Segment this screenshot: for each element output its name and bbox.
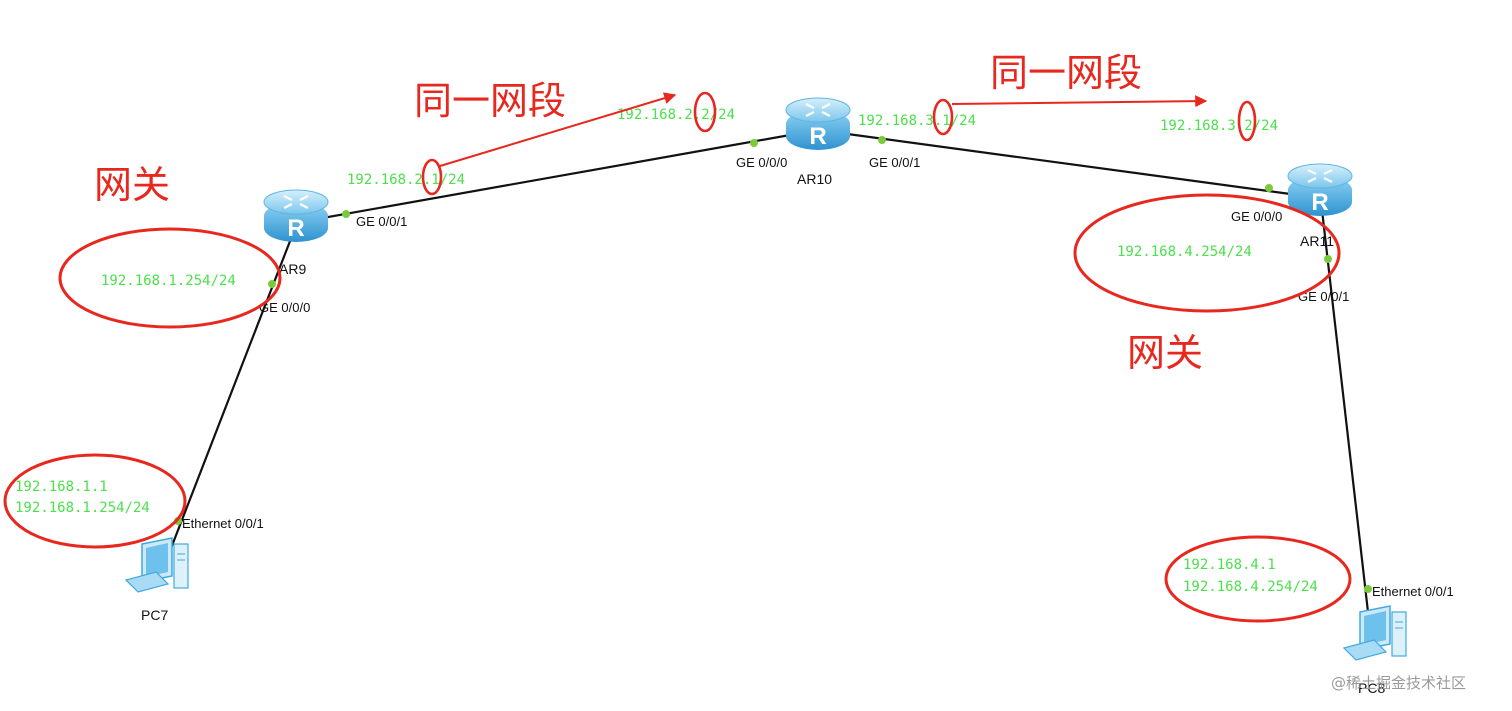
link-ar10-ar11[interactable]	[817, 128, 1321, 200]
note-same-segment-right: 同一网段	[990, 51, 1142, 95]
pc-icon	[125, 537, 189, 593]
ip-label-pc7-ip: 192.168.1.1	[15, 479, 108, 495]
router-icon	[262, 188, 330, 244]
ip-label-pc8-ip: 192.168.4.1	[1183, 557, 1276, 573]
device-label-ar9: AR9	[279, 261, 306, 277]
links	[166, 128, 1370, 613]
port-dot-ar10-ge001[interactable]	[878, 136, 886, 144]
device-label-pc7: PC7	[141, 607, 168, 623]
highlight-pc8-config	[1164, 535, 1352, 623]
ip-label-ar9-ge000: 192.168.1.254/24	[101, 273, 236, 289]
port-label-pc8-eth: Ethernet 0/0/1	[1372, 584, 1454, 599]
ip-label-ar11-ge000: 192.168.3.2/24	[1160, 118, 1278, 134]
ip-label-pc7-gw: 192.168.1.254/24	[15, 500, 150, 516]
port-dots	[174, 136, 1372, 593]
note-same-segment-left: 同一网段	[414, 79, 566, 123]
ip-label-ar9-ge001: 192.168.2.1/24	[347, 172, 465, 188]
port-label-ar9-ge001: GE 0/0/1	[356, 214, 407, 229]
port-label-ar11-ge001: GE 0/0/1	[1298, 289, 1349, 304]
port-dot-pc8-eth[interactable]	[1364, 585, 1372, 593]
annotation-arrows	[439, 92, 1208, 167]
highlight-ar11-gateway	[1073, 193, 1341, 313]
router-ar10[interactable]	[784, 96, 852, 152]
highlight-octet-ar10-ge001	[932, 98, 954, 136]
device-label-ar11: AR11	[1300, 233, 1334, 249]
device-label-ar10: AR10	[797, 171, 832, 187]
highlight-pc7-config	[3, 453, 187, 549]
router-icon	[784, 96, 852, 152]
ip-label-ar10-ge001: 192.168.3.1/24	[858, 113, 976, 129]
arrow-same-segment-left	[439, 92, 677, 167]
router-ar9[interactable]	[262, 188, 330, 244]
note-gateway-left: 网关	[94, 163, 170, 207]
port-dot-ar11-ge000[interactable]	[1265, 184, 1273, 192]
highlight-octet-ar9-ge001	[421, 158, 443, 196]
port-label-ar10-ge000: GE 0/0/0	[736, 155, 787, 170]
highlight-octet-ar11-ge000	[1237, 100, 1257, 142]
link-ar11-pc8[interactable]	[1320, 209, 1370, 613]
port-label-ar10-ge001: GE 0/0/1	[869, 155, 920, 170]
device-label-pc8: PC8	[1358, 680, 1385, 696]
highlight-ar9-gateway	[58, 227, 282, 329]
note-gateway-right: 网关	[1127, 331, 1203, 375]
ip-label-pc8-gw: 192.168.4.254/24	[1183, 579, 1318, 595]
pc-icon	[1343, 605, 1407, 661]
annotation-marks	[3, 91, 1352, 623]
port-dot-ar9-ge001[interactable]	[342, 210, 350, 218]
port-dot-ar11-ge001[interactable]	[1324, 255, 1332, 263]
watermark: @稀土掘金技术社区	[1331, 674, 1466, 692]
ip-label-ar11-ge001: 192.168.4.254/24	[1117, 244, 1252, 260]
link-ar9-ar10[interactable]	[299, 128, 819, 224]
router-ar11[interactable]	[1286, 162, 1354, 218]
arrow-same-segment-right	[951, 95, 1208, 108]
router-icon	[1286, 162, 1354, 218]
port-dot-ar9-ge000[interactable]	[268, 280, 276, 288]
ip-label-ar10-ge000: 192.168.2.2/24	[617, 107, 735, 123]
link-ar9-pc7[interactable]	[166, 235, 294, 557]
pc-pc7[interactable]	[125, 537, 189, 593]
port-label-ar11-ge000: GE 0/0/0	[1231, 209, 1282, 224]
port-dot-ar10-ge000[interactable]	[750, 139, 758, 147]
port-label-pc7-eth: Ethernet 0/0/1	[182, 516, 264, 531]
port-label-ar9-ge000: GE 0/0/0	[259, 300, 310, 315]
pc-pc8[interactable]	[1343, 605, 1407, 661]
highlight-octet-ar10-ge000	[693, 91, 717, 133]
